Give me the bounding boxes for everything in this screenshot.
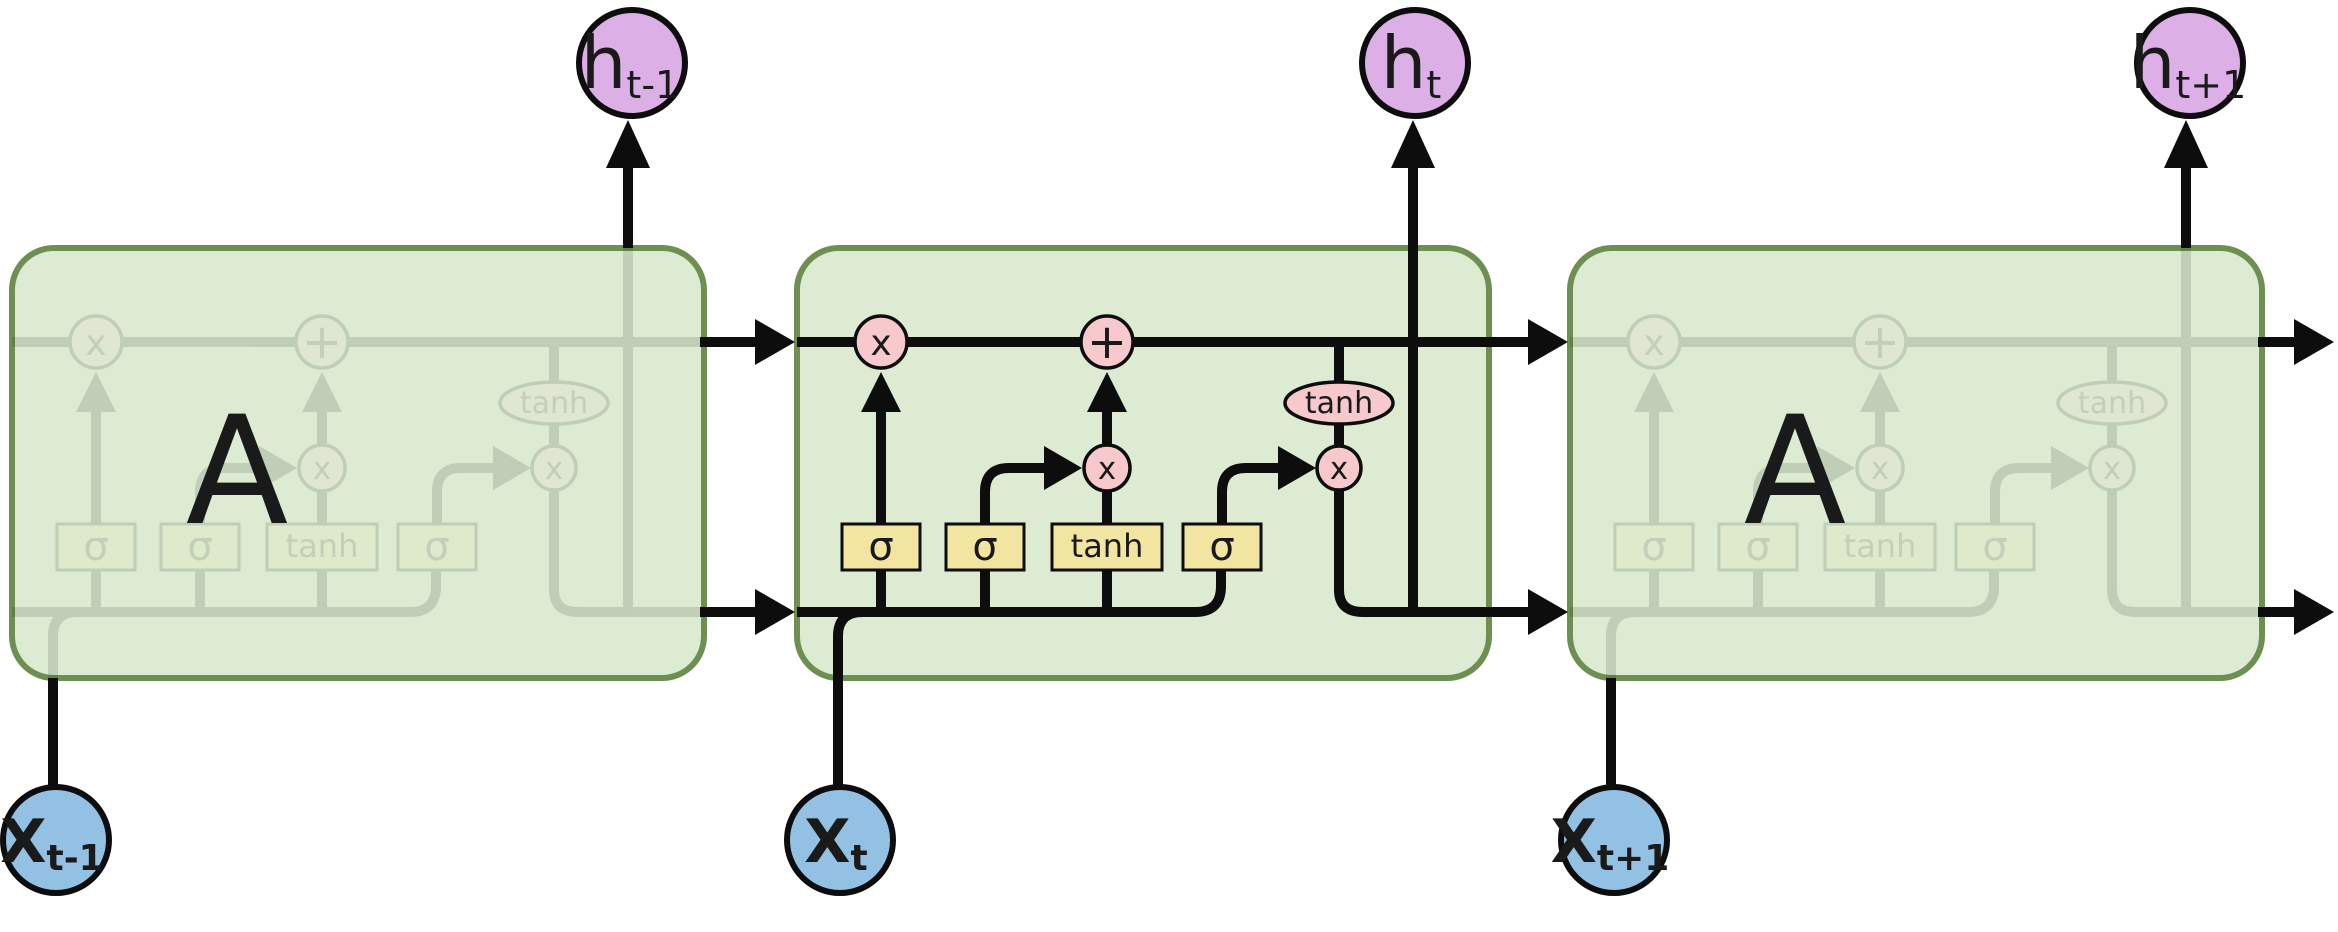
arrowhead-up-icon: [606, 120, 650, 168]
hidden-node-previous: ht-1: [576, 7, 688, 119]
input-node-sub: t+1: [1597, 838, 1669, 879]
arrowhead-right-icon: [1528, 319, 1568, 365]
input-node-base: X: [804, 807, 850, 877]
lstm-unit-next: A: [1570, 120, 2262, 787]
input-node-circle: [0, 784, 112, 896]
arrowhead-right-icon: [1528, 589, 1568, 635]
hidden-node-base: h: [2130, 21, 2176, 105]
arrowhead-up-icon: [1391, 120, 1435, 168]
hidden-node-base: h: [1381, 21, 1427, 105]
input-node-sub: t-1: [47, 838, 104, 879]
hidden-node-sub: t: [1426, 63, 1441, 107]
flow-arrows-exit: [2258, 319, 2334, 635]
input-node-sub: t: [851, 838, 868, 879]
input-node-circle: [784, 784, 896, 896]
arrowhead-right-icon: [2294, 589, 2334, 635]
cell-body-label: A: [186, 385, 289, 559]
cell-body-label: A: [1744, 385, 1847, 559]
hidden-node-label: ht+1: [2130, 21, 2247, 107]
input-node-label: Xt+1: [1551, 807, 1670, 879]
hidden-node-sub: t-1: [626, 63, 679, 107]
flow-arrows-left-gap: [700, 319, 795, 635]
hidden-node-circle: [2134, 7, 2246, 119]
input-node-circle: [1558, 784, 1670, 896]
hidden-node-sub: t+1: [2175, 63, 2246, 107]
hidden-node-base: h: [581, 21, 627, 105]
input-node-next: Xt+1: [1551, 784, 1670, 896]
input-node-previous: Xt-1: [0, 784, 112, 896]
input-node-base: X: [0, 807, 46, 877]
input-node-base: X: [1551, 807, 1597, 877]
flow-arrows-right-gap: [1485, 319, 1568, 635]
hidden-node-current: ht: [1359, 7, 1471, 119]
lstm-unit-previous: A: [12, 120, 704, 787]
input-node-label: Xt-1: [0, 807, 103, 879]
arrowhead-right-icon: [2294, 319, 2334, 365]
arrowhead-right-icon: [755, 319, 795, 365]
arrowhead-right-icon: [755, 589, 795, 635]
arrowhead-up-icon: [2164, 120, 2208, 168]
hidden-node-circle: [576, 7, 688, 119]
input-node-label: Xt: [804, 807, 867, 879]
hidden-node-label: ht-1: [581, 21, 679, 107]
lstm-unit-current: [797, 120, 1489, 787]
input-node-current: Xt: [784, 784, 896, 896]
hidden-node-circle: [1359, 7, 1471, 119]
hidden-node-next: ht+1: [2130, 7, 2247, 119]
hidden-node-label: ht: [1381, 21, 1442, 107]
